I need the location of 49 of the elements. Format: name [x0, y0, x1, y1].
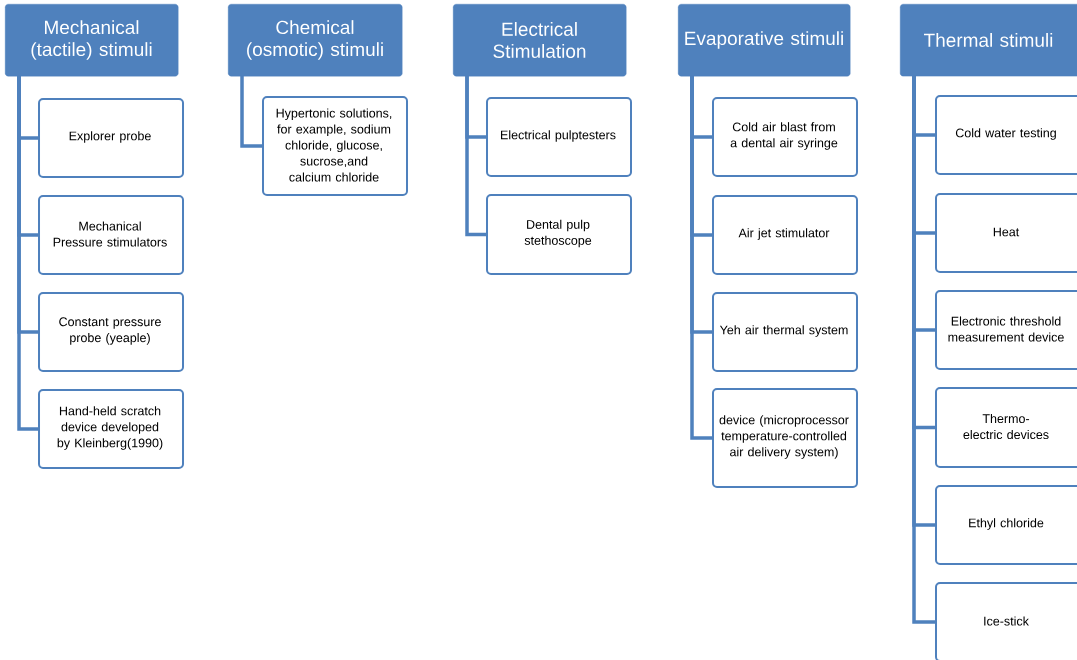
method-box: [935, 485, 1077, 565]
method-text: Constant pressure probe (yeaple): [59, 317, 161, 345]
method-box: [712, 388, 858, 488]
method-box: [935, 387, 1077, 468]
method-box: [935, 193, 1077, 273]
method-box: [38, 195, 184, 275]
method-box: [38, 98, 184, 178]
method-text: Electrical pulptesters: [501, 130, 616, 142]
method-text: Heat: [993, 227, 1020, 237]
method-box: [712, 195, 858, 275]
method-text: Explorer probe: [69, 131, 151, 143]
header-text: Chemical (osmotic) stimuli: [247, 20, 383, 60]
method-text: Mechanical Pressure stimulators: [53, 221, 167, 247]
method-text: Electronic threshold measurement device: [948, 316, 1064, 342]
method-text: Air jet stimulator: [738, 228, 830, 240]
method-text: Cold water testing: [955, 128, 1056, 140]
category-header-box: [678, 4, 851, 77]
method-text: Ice-stick: [984, 616, 1029, 626]
method-box: [486, 194, 632, 275]
method-box: [935, 290, 1077, 370]
method-box: [935, 95, 1077, 175]
method-text: Ethyl chloride: [969, 518, 1044, 530]
method-text: Hypertonic solutions, for example, sodium chloride, glucose, sucrose,and calcium chloride: [276, 108, 392, 182]
category-header-box: [228, 4, 403, 77]
method-box: [262, 96, 408, 196]
header-text: Mechanical (tactile) stimuli: [31, 20, 152, 60]
method-box: [935, 582, 1077, 660]
category-header-box: [453, 4, 627, 77]
category-header-box: [5, 4, 179, 77]
method-box: [712, 97, 858, 177]
method-text: Dental pulp stethoscope: [524, 219, 592, 248]
method-text: Hand-held scratch device developed by Kleinberg(1990): [57, 406, 163, 450]
method-box: [486, 97, 632, 177]
connector-line: [465, 76, 486, 237]
connector-line: [17, 76, 38, 431]
header-text: Thermal stimuli: [924, 33, 1053, 47]
connector-line: [240, 76, 262, 148]
connector-line: [912, 76, 935, 624]
method-box: [38, 389, 184, 469]
connector-line: [690, 76, 712, 440]
method-text: Cold air blast from a dental air syringe: [730, 122, 838, 150]
header-text: Evaporative stimuli: [685, 31, 843, 49]
category-header-box: [900, 4, 1077, 77]
method-box: [38, 292, 184, 372]
method-box: [712, 292, 858, 372]
header-text: Electrical Stimulation: [493, 22, 586, 58]
method-text: Thermo-electric devices: [963, 413, 1049, 440]
method-text: Yeh air thermal system: [719, 325, 848, 337]
method-text: device (microprocessor temperature-controlled air delivery system): [719, 415, 849, 459]
